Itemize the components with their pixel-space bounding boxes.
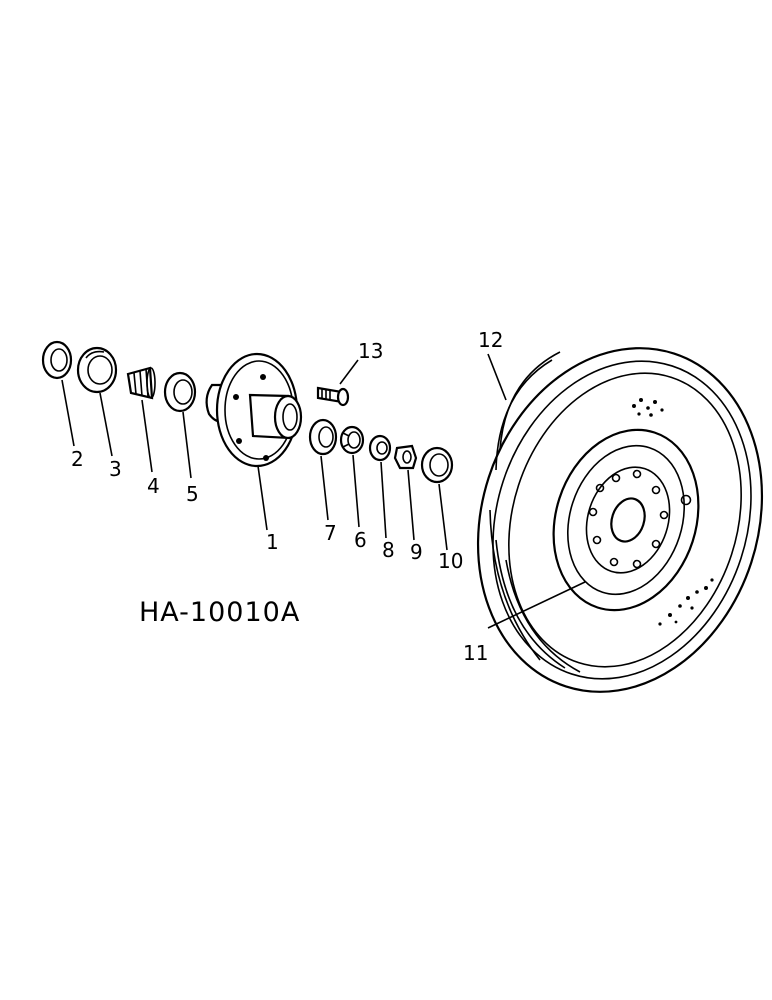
drawing-code: HA-10010A [139,597,300,628]
callout-labels: 2 3 4 5 1 7 6 8 9 10 13 12 11 [71,328,503,665]
part-13-stud [316,386,350,407]
callout-10: 10 [438,549,463,573]
callout-2: 2 [71,447,84,471]
part-8-washer [368,434,392,462]
callout-11: 11 [463,641,488,665]
part-6-bearing-cone [339,425,365,455]
part-5-bearing-cup [163,371,197,413]
part-9-nut [393,444,418,470]
part-2-seal [41,340,73,380]
part-11-rim [552,428,700,612]
leader-lines [61,353,586,629]
part-1-hub [205,352,303,468]
callout-1: 1 [266,530,279,554]
part-7-bearing-cup [308,418,338,456]
callout-4: 4 [147,474,160,498]
callout-3: 3 [109,457,122,481]
callout-13: 13 [358,339,383,363]
tire-tread-speckle [632,398,714,626]
callout-7: 7 [324,521,337,545]
part-4-bearing-cone [126,366,156,400]
part-3-bearing-cup [76,346,118,394]
callout-12: 12 [478,328,503,352]
part-10-dust-cap [420,446,454,484]
callout-6: 6 [354,528,367,552]
callout-8: 8 [382,538,395,562]
callout-5: 5 [186,482,199,506]
callout-9: 9 [410,540,423,564]
